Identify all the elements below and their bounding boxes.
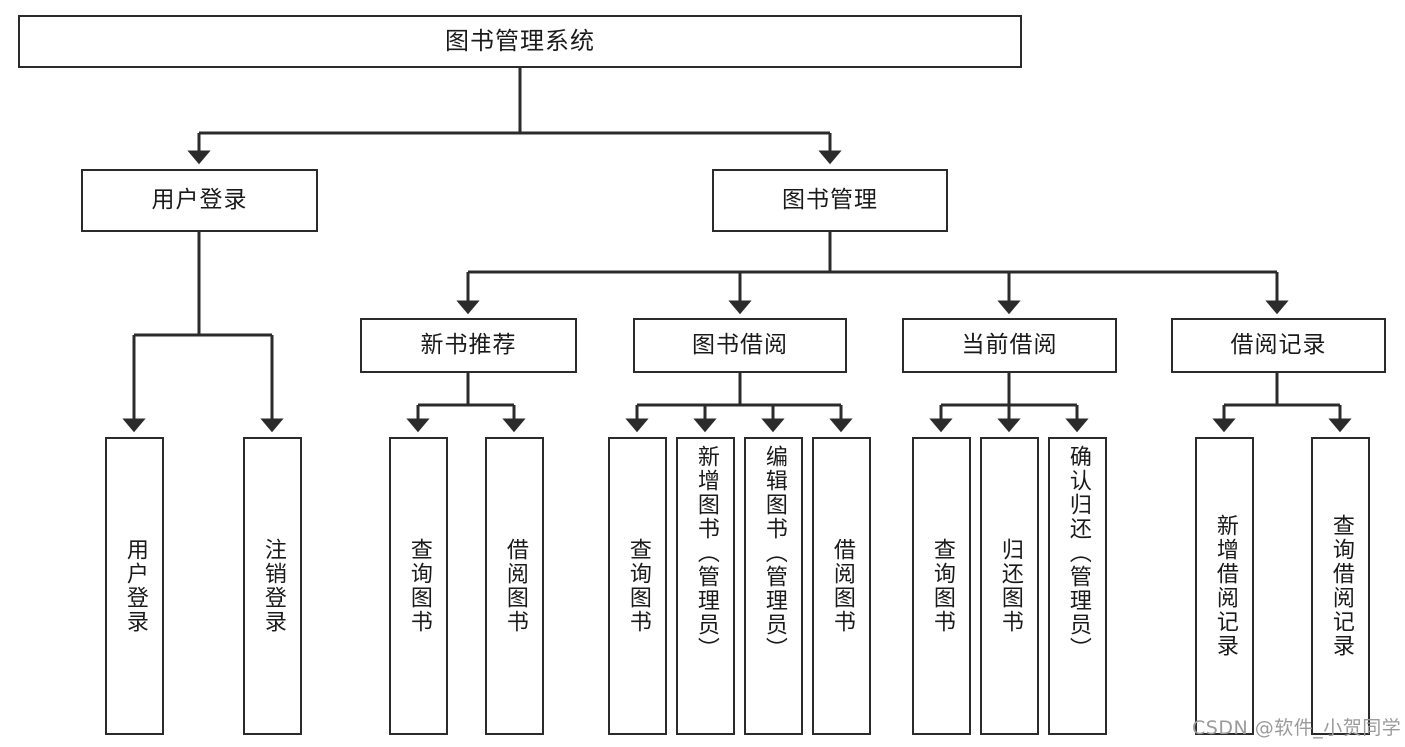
node-book-borrow-label: 图书借阅 [692,331,788,358]
node-borrow-record[interactable]: 借阅记录 [1171,318,1386,373]
node-root[interactable]: 图书管理系统 [18,15,1022,68]
node-book-borrow[interactable]: 图书借阅 [633,318,847,373]
node-current-borrow-label: 当前借阅 [961,331,1058,358]
leaf-borrow-book-2-label: 借阅图书 [829,538,855,634]
leaf-edit-book[interactable]: 编辑图书（管理员） [744,437,803,735]
leaf-return-book[interactable]: 归还图书 [980,437,1039,735]
leaf-query-book-3-label: 查询图书 [929,538,955,634]
leaf-add-book-label: 新增图书（管理员） [693,445,719,661]
leaf-query-book-2[interactable]: 查询图书 [608,437,667,735]
leaf-add-record-label: 新增借阅记录 [1212,514,1238,658]
leaf-borrow-book-1[interactable]: 借阅图书 [485,437,544,735]
leaf-confirm-return[interactable]: 确认归还（管理员） [1048,437,1107,735]
node-user-login-label: 用户登录 [151,186,248,213]
leaf-query-record-label: 查询借阅记录 [1328,514,1354,658]
node-new-book-recommend-label: 新书推荐 [420,331,517,358]
leaf-add-book[interactable]: 新增图书（管理员） [676,437,735,735]
leaf-return-book-label: 归还图书 [997,538,1023,634]
leaf-user-login[interactable]: 用户登录 [105,437,164,735]
node-borrow-record-label: 借阅记录 [1230,331,1327,358]
node-current-borrow[interactable]: 当前借阅 [902,318,1117,373]
leaf-borrow-book-2[interactable]: 借阅图书 [812,437,871,735]
leaf-query-book-1-label: 查询图书 [406,538,432,634]
node-new-book-recommend[interactable]: 新书推荐 [360,318,577,373]
leaf-user-login-label: 用户登录 [122,538,148,634]
leaf-query-book-2-label: 查询图书 [625,538,651,634]
leaf-query-book-3[interactable]: 查询图书 [912,437,971,735]
leaf-query-book-1[interactable]: 查询图书 [389,437,448,735]
node-book-manage[interactable]: 图书管理 [712,169,948,232]
leaf-add-record[interactable]: 新增借阅记录 [1195,437,1254,735]
leaf-logout-login-label: 注销登录 [260,538,286,634]
watermark-text: CSDN @软件_小贺同学 [1192,717,1402,739]
leaf-borrow-book-1-label: 借阅图书 [502,538,528,634]
node-root-label: 图书管理系统 [445,27,595,56]
node-user-login[interactable]: 用户登录 [81,169,318,232]
leaf-logout-login[interactable]: 注销登录 [243,437,302,735]
leaf-query-record[interactable]: 查询借阅记录 [1311,437,1370,735]
node-book-manage-label: 图书管理 [782,186,878,213]
leaf-confirm-return-label: 确认归还（管理员） [1065,445,1091,661]
leaf-edit-book-label: 编辑图书（管理员） [761,445,787,661]
